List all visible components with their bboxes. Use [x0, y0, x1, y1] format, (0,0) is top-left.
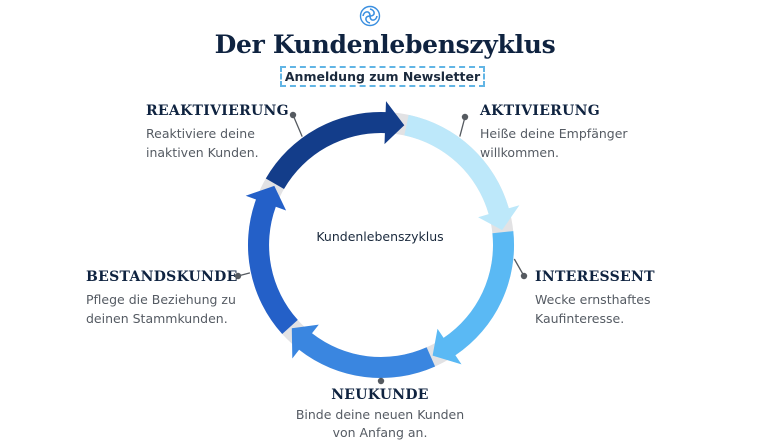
stage-neukunde: NEUKUNDE Binde deine neuen Kunden von An…: [290, 387, 470, 442]
stage-title: BESTANDSKUNDE: [86, 269, 238, 285]
leader-aktivierung: [459, 113, 469, 137]
arrow-interessent: [432, 231, 515, 365]
stage-aktivierung: AKTIVIERUNG Heiße deine Empfänger willko…: [480, 103, 628, 162]
leader-neukunde: [377, 377, 385, 385]
center-label: Kundenlebenszyklus: [316, 229, 444, 244]
arrow-neukunde: [291, 324, 436, 379]
stage-bestandskunde: BESTANDSKUNDE Pflege die Beziehung zu de…: [86, 269, 238, 328]
arrow-aktivierung: [404, 114, 520, 231]
page-title: Der Kundenlebenszyklus: [214, 30, 556, 59]
leader-interessent: [513, 258, 528, 280]
leader-reaktivierung: [289, 111, 303, 137]
stage-description: Pflege die Beziehung zu deinen Stammkund…: [86, 292, 236, 326]
leader-bestandskunde: [234, 272, 251, 280]
stage-description: Heiße deine Empfänger willkommen.: [480, 126, 628, 160]
stage-title: AKTIVIERUNG: [480, 103, 600, 119]
stage-reaktivierung: REAKTIVIERUNG Reaktiviere deine inaktive…: [146, 103, 289, 162]
stage-title: INTERESSENT: [535, 269, 655, 285]
stage-interessent: INTERESSENT Wecke ernsthaftes Kaufintere…: [535, 269, 655, 328]
stage-title: REAKTIVIERUNG: [146, 103, 289, 119]
arrow-reaktivierung: [265, 101, 405, 189]
stage-title: NEUKUNDE: [331, 387, 429, 403]
swirl-logo-icon: [359, 5, 381, 27]
arrow-bestandskunde: [245, 185, 298, 334]
newsletter-signup-badge: Anmeldung zum Newsletter: [280, 66, 485, 87]
stage-description: Binde deine neuen Kunden von Anfang an.: [295, 407, 465, 440]
stage-description: Reaktiviere deine inaktiven Kunden.: [146, 126, 259, 160]
stage-description: Wecke ernsthaftes Kaufinteresse.: [535, 292, 651, 326]
